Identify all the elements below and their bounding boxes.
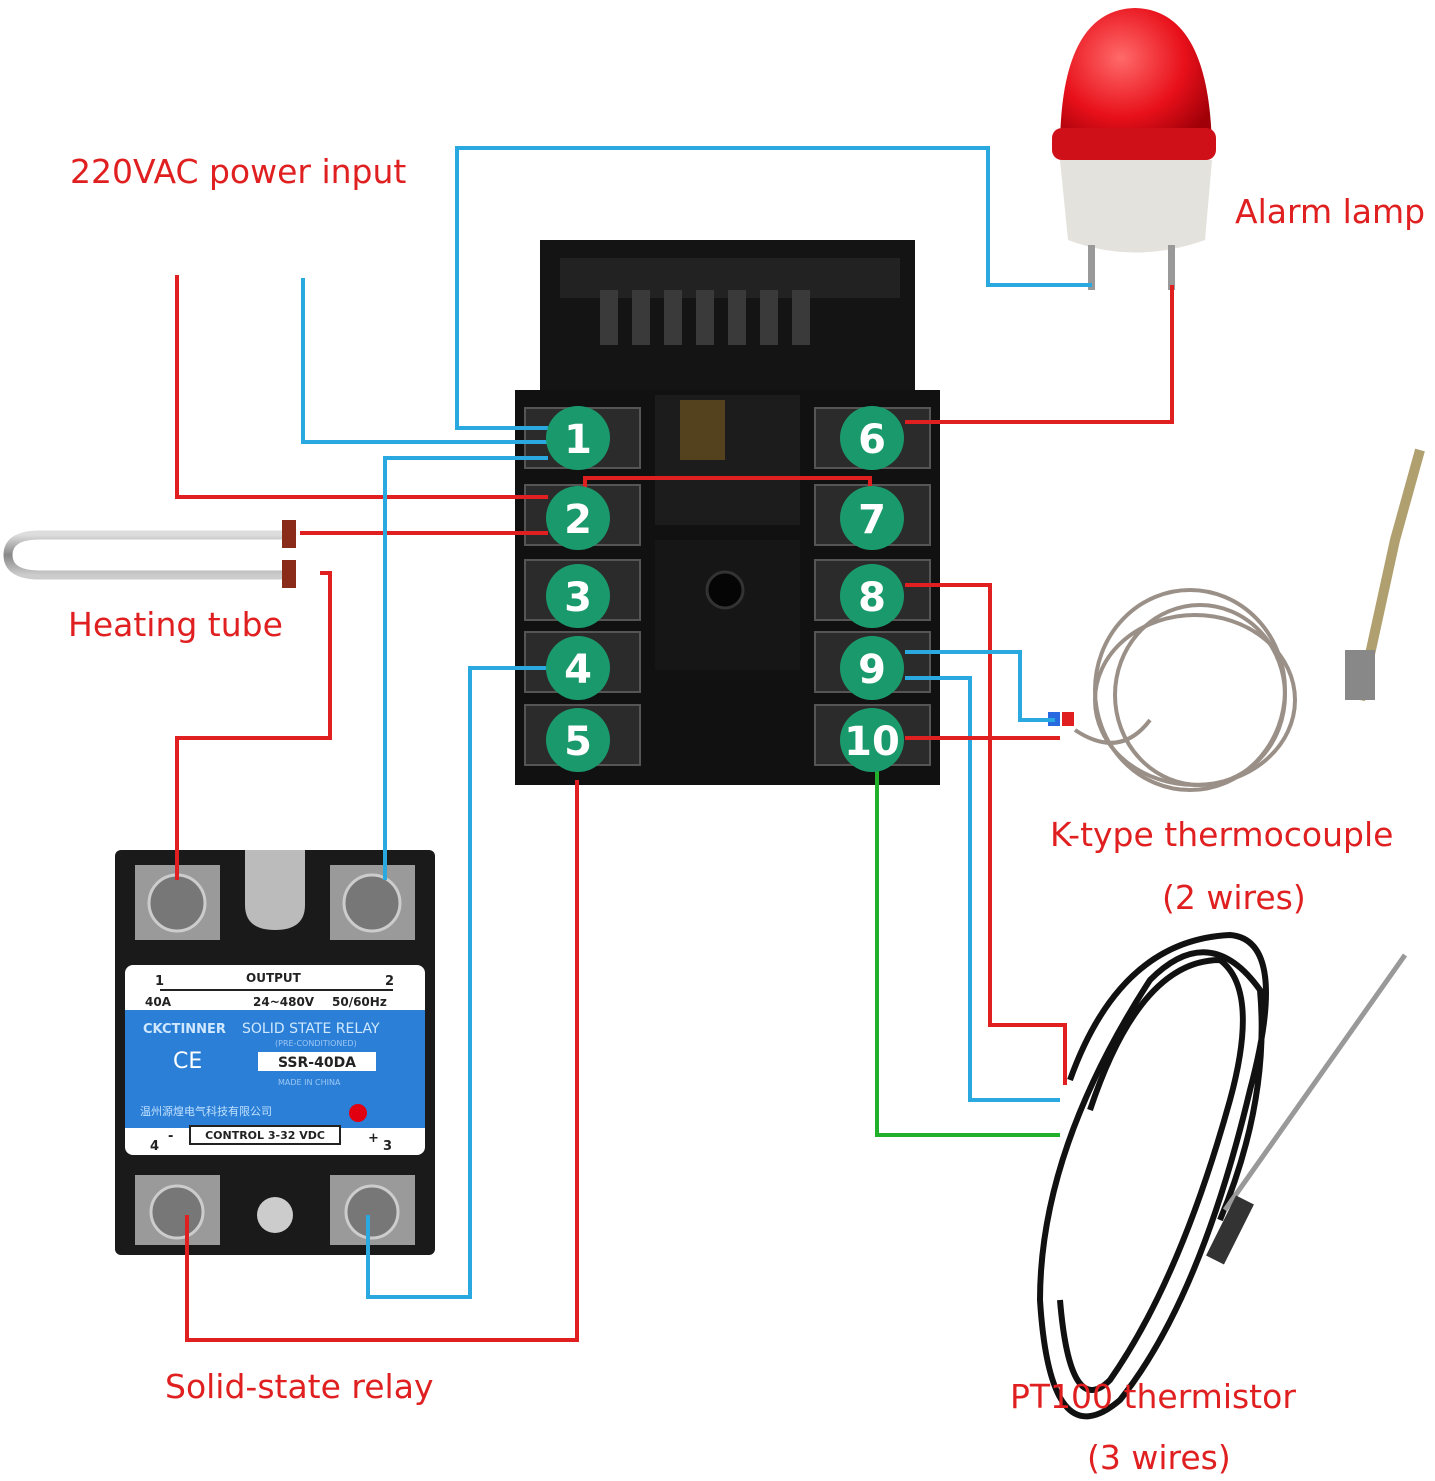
ssr-preconditioned: (PRE-CONDITIONED) <box>275 1039 357 1048</box>
ssr-term3: 3 <box>383 1139 392 1154</box>
ssr-plus: + <box>368 1131 379 1146</box>
wire-power-blue <box>301 278 548 444</box>
terminals: 1 2 3 4 5 6 7 8 9 10 <box>546 406 904 772</box>
terminal-3: 3 <box>564 575 592 621</box>
terminal-2: 2 <box>564 497 592 543</box>
ssr-brand: CKCTINNER <box>143 1022 226 1037</box>
terminal-1: 1 <box>564 417 592 463</box>
ssr-frequency: 50/60Hz <box>332 995 387 1009</box>
label-heating-tube: Heating tube <box>68 605 283 644</box>
terminal-6: 6 <box>858 417 886 463</box>
label-power-input: 220VAC power input <box>70 152 407 191</box>
label-alarm-lamp: Alarm lamp <box>1235 192 1426 231</box>
wire-10-pt100 <box>875 770 1060 1137</box>
terminal-4: 4 <box>564 647 592 693</box>
label-thermocouple-note: (2 wires) <box>1162 878 1306 917</box>
ssr-company: 温州源煌电气科技有限公司 <box>140 1104 272 1118</box>
ssr-made-in: MADE IN CHINA <box>278 1078 341 1087</box>
heating-tube <box>3 520 296 588</box>
ce-mark: CE <box>173 1049 202 1074</box>
wire-9-tc <box>905 650 1055 722</box>
terminal-9: 9 <box>858 647 886 693</box>
ssr-model: SSR-40DA <box>278 1055 356 1071</box>
label-pt100: PT100 thermistor <box>1010 1377 1296 1416</box>
terminal-8: 8 <box>858 575 886 621</box>
pt100-thermistor <box>1036 931 1408 1420</box>
ssr-title: SOLID STATE RELAY <box>242 1021 380 1037</box>
label-thermocouple: K-type thermocouple <box>1050 815 1394 854</box>
label-pt100-note: (3 wires) <box>1087 1438 1231 1477</box>
alarm-lamp <box>1052 8 1216 290</box>
ssr-term2: 2 <box>385 974 394 989</box>
wire-alarm-blue <box>455 146 1092 430</box>
ssr-voltage: 24~480V <box>253 995 315 1009</box>
wire-alarm-red <box>905 285 1174 424</box>
wire-4-ssr <box>366 666 548 1299</box>
ssr-term4: 4 <box>150 1139 159 1154</box>
wire-5-ssr <box>185 780 579 1342</box>
ssr-control: CONTROL 3-32 VDC <box>205 1129 325 1142</box>
ssr-minus: - <box>168 1129 173 1144</box>
ssr-current: 40A <box>145 995 172 1009</box>
k-type-thermocouple <box>1048 448 1425 792</box>
wire-heater-ssr <box>175 571 332 880</box>
label-ssr: Solid-state relay <box>165 1367 434 1406</box>
wires <box>175 146 1174 1342</box>
wire-1-ssr <box>383 456 548 880</box>
ssr-output: OUTPUT <box>246 971 302 985</box>
wire-2-7 <box>583 476 872 490</box>
terminal-7: 7 <box>858 497 886 543</box>
terminal-5: 5 <box>564 719 592 765</box>
wire-power-red <box>175 275 548 499</box>
wire-9-pt100 <box>905 676 1060 1102</box>
terminal-10: 10 <box>844 719 900 765</box>
wire-8-pt100 <box>905 583 1067 1085</box>
ssr-term1: 1 <box>155 974 164 989</box>
solid-state-relay: 1 OUTPUT 2 40A 24~480V 50/60Hz CKCTINNER… <box>115 850 435 1255</box>
